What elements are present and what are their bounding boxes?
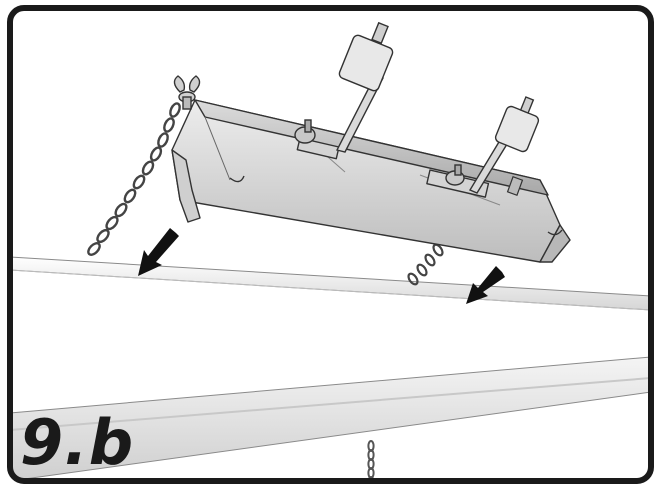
figure-frame: [7, 5, 654, 484]
left-chain: [87, 102, 181, 256]
arrow-left: [138, 228, 179, 276]
support-rod-left: [294, 21, 394, 153]
arrow-right: [466, 266, 505, 304]
lower-beam: [10, 356, 651, 481]
wing-nut-icon: [173, 75, 201, 110]
bolt-right: [506, 176, 524, 196]
upper-beam: [10, 256, 651, 311]
middle-chain: [407, 243, 444, 286]
support-rod-right: [445, 96, 540, 194]
step-label: 9.b: [20, 406, 135, 479]
